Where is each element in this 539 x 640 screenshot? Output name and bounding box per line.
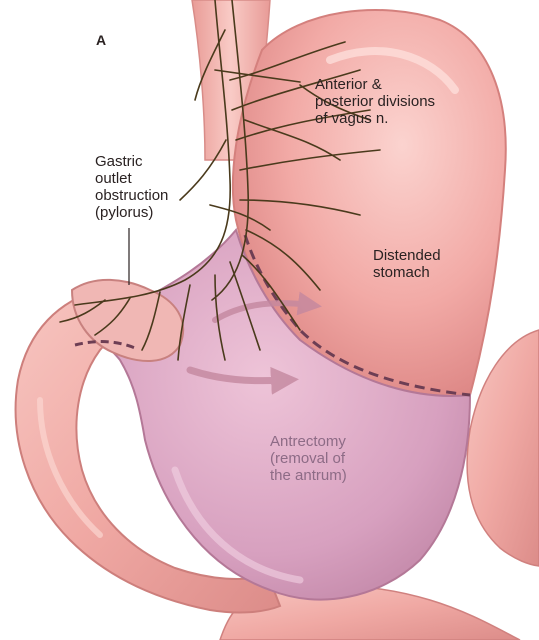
antrectomy-label-line-3: the antrum) [270,467,347,484]
antrectomy-label: Antrectomy (removal of the antrum) [270,433,347,484]
stomach-label-line-2: stomach [373,264,441,281]
antrectomy-label-line-1: Antrectomy [270,433,347,450]
antrectomy-label-line-2: (removal of [270,450,347,467]
obstruction-label-line-2: outlet [95,170,168,187]
panel-letter: A [96,32,106,49]
obstruction-label: Gastric outlet obstruction (pylorus) [95,153,168,221]
stomach-label-line-1: Distended [373,247,441,264]
stomach-label: Distended stomach [373,247,441,281]
obstruction-label-line-1: Gastric [95,153,168,170]
obstruction-label-line-4: (pylorus) [95,204,168,221]
vagus-label-line-3: of vagus n. [315,110,435,127]
vagus-label-line-1: Anterior & [315,76,435,93]
obstruction-label-line-3: obstruction [95,187,168,204]
vagus-label-line-2: posterior divisions [315,93,435,110]
vagus-label: Anterior & posterior divisions of vagus … [315,76,435,127]
